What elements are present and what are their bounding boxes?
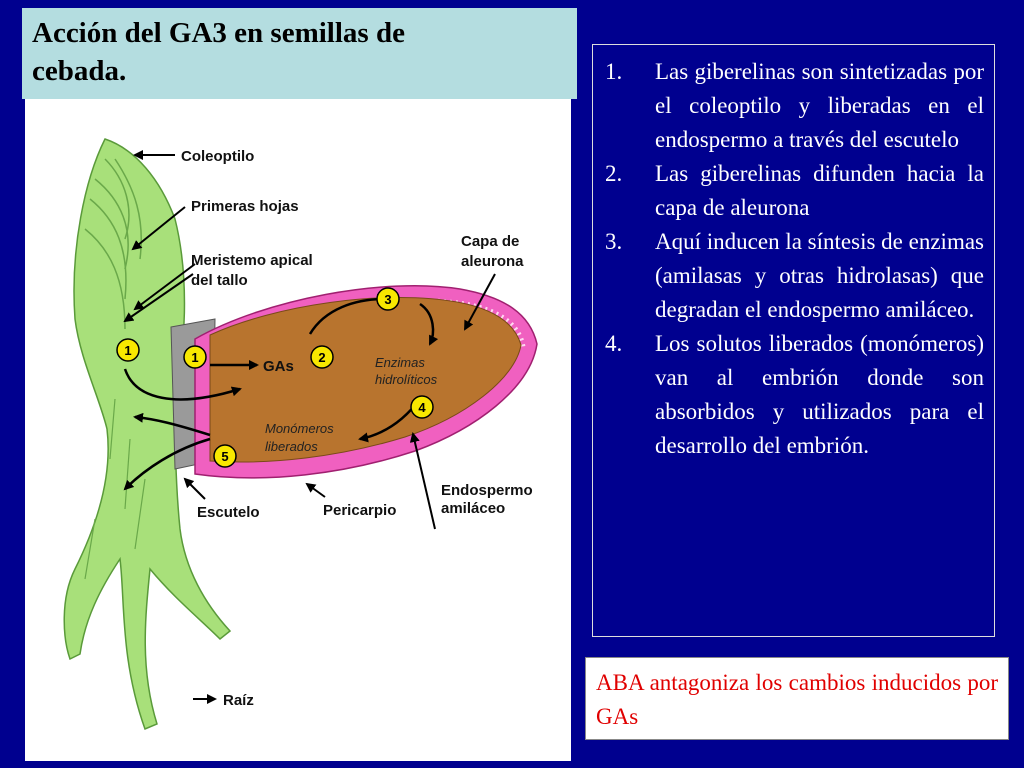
seed-diagram: Coleoptilo Primeras hojas Meristemo apic… xyxy=(25,99,571,761)
step-marker-1b: 1 xyxy=(183,345,207,369)
step-text-3: Aquí inducen la síntesis de enzimas (ami… xyxy=(655,229,984,322)
step-marker-2: 2 xyxy=(310,345,334,369)
step-number-2: 2. xyxy=(605,161,623,186)
label-enzimas-2: hidrolíticos xyxy=(375,372,438,387)
label-raiz: Raíz xyxy=(223,692,254,709)
step-marker-2-number: 2 xyxy=(318,350,325,365)
step-text-2: Las giberelinas difunden hacia la capa d… xyxy=(655,161,984,220)
step-marker-1a: 1 xyxy=(116,338,140,362)
aba-note-text: ABA antagoniza los cambios inducidos por… xyxy=(596,670,998,729)
label-monomeros-2: liberados xyxy=(265,439,318,454)
label-primeras-hojas: Primeras hojas xyxy=(191,198,299,215)
title-box: Acción del GA3 en semillas de cebada. xyxy=(22,8,577,99)
label-meristemo-1: Meristemo apical xyxy=(191,252,313,269)
step-text-4: Los solutos liberados (monómeros) van al… xyxy=(655,331,984,458)
slide-title-line1: Acción del GA3 en semillas de xyxy=(32,17,405,49)
slide-title-line2: cebada. xyxy=(32,55,127,87)
step-marker-5: 5 xyxy=(213,444,237,468)
step-marker-1a-number: 1 xyxy=(124,343,131,358)
label-pericarpio: Pericarpio xyxy=(323,502,396,519)
step-marker-4-number: 4 xyxy=(418,400,426,415)
aba-note-box: ABA antagoniza los cambios inducidos por… xyxy=(585,657,1009,740)
label-meristemo-2: del tallo xyxy=(191,272,248,289)
root-lines xyxy=(84,398,146,580)
step-marker-3-number: 3 xyxy=(384,292,391,307)
label-capa-2: aleurona xyxy=(461,253,524,270)
process-arrows xyxy=(123,294,439,491)
step-item-1: 1. Las giberelinas son sintetizadas por e… xyxy=(593,55,984,157)
label-arrows xyxy=(123,150,496,704)
label-gas: GAs xyxy=(263,358,294,375)
label-endospermo-1: Endospermo xyxy=(441,482,533,499)
steps-list: 1. Las giberelinas son sintetizadas por e… xyxy=(593,45,994,463)
step-marker-3: 3 xyxy=(376,287,400,311)
step-number-3: 3. xyxy=(605,229,623,254)
step-number-4: 4. xyxy=(605,331,623,356)
label-capa-1: Capa de xyxy=(461,233,519,250)
step-text-1: Las giberelinas son sintetizadas por el … xyxy=(655,59,984,152)
label-monomeros-1: Monómeros xyxy=(265,421,334,436)
step-marker-1b-number: 1 xyxy=(191,350,198,365)
step-number-1: 1. xyxy=(605,59,623,84)
aleurone-band xyxy=(224,298,526,348)
label-endospermo-2: amiláceo xyxy=(441,500,505,517)
step-marker-4: 4 xyxy=(410,395,434,419)
steps-box: 1. Las giberelinas son sintetizadas por e… xyxy=(592,44,995,637)
step-item-2: 2. Las giberelinas difunden hacia la capa… xyxy=(593,157,984,225)
endosperm-shape xyxy=(209,296,522,463)
step-item-4: 4. Los solutos liberados (monómeros) van … xyxy=(593,327,984,463)
step-marker-5-number: 5 xyxy=(221,449,228,464)
label-enzimas-1: Enzimas xyxy=(375,355,425,370)
label-coleoptilo: Coleoptilo xyxy=(181,148,254,165)
seed-diagram-svg: Coleoptilo Primeras hojas Meristemo apic… xyxy=(63,138,538,730)
step-item-3: 3. Aquí inducen la síntesis de enzimas (a… xyxy=(593,225,984,327)
label-escutelo: Escutelo xyxy=(197,504,260,521)
